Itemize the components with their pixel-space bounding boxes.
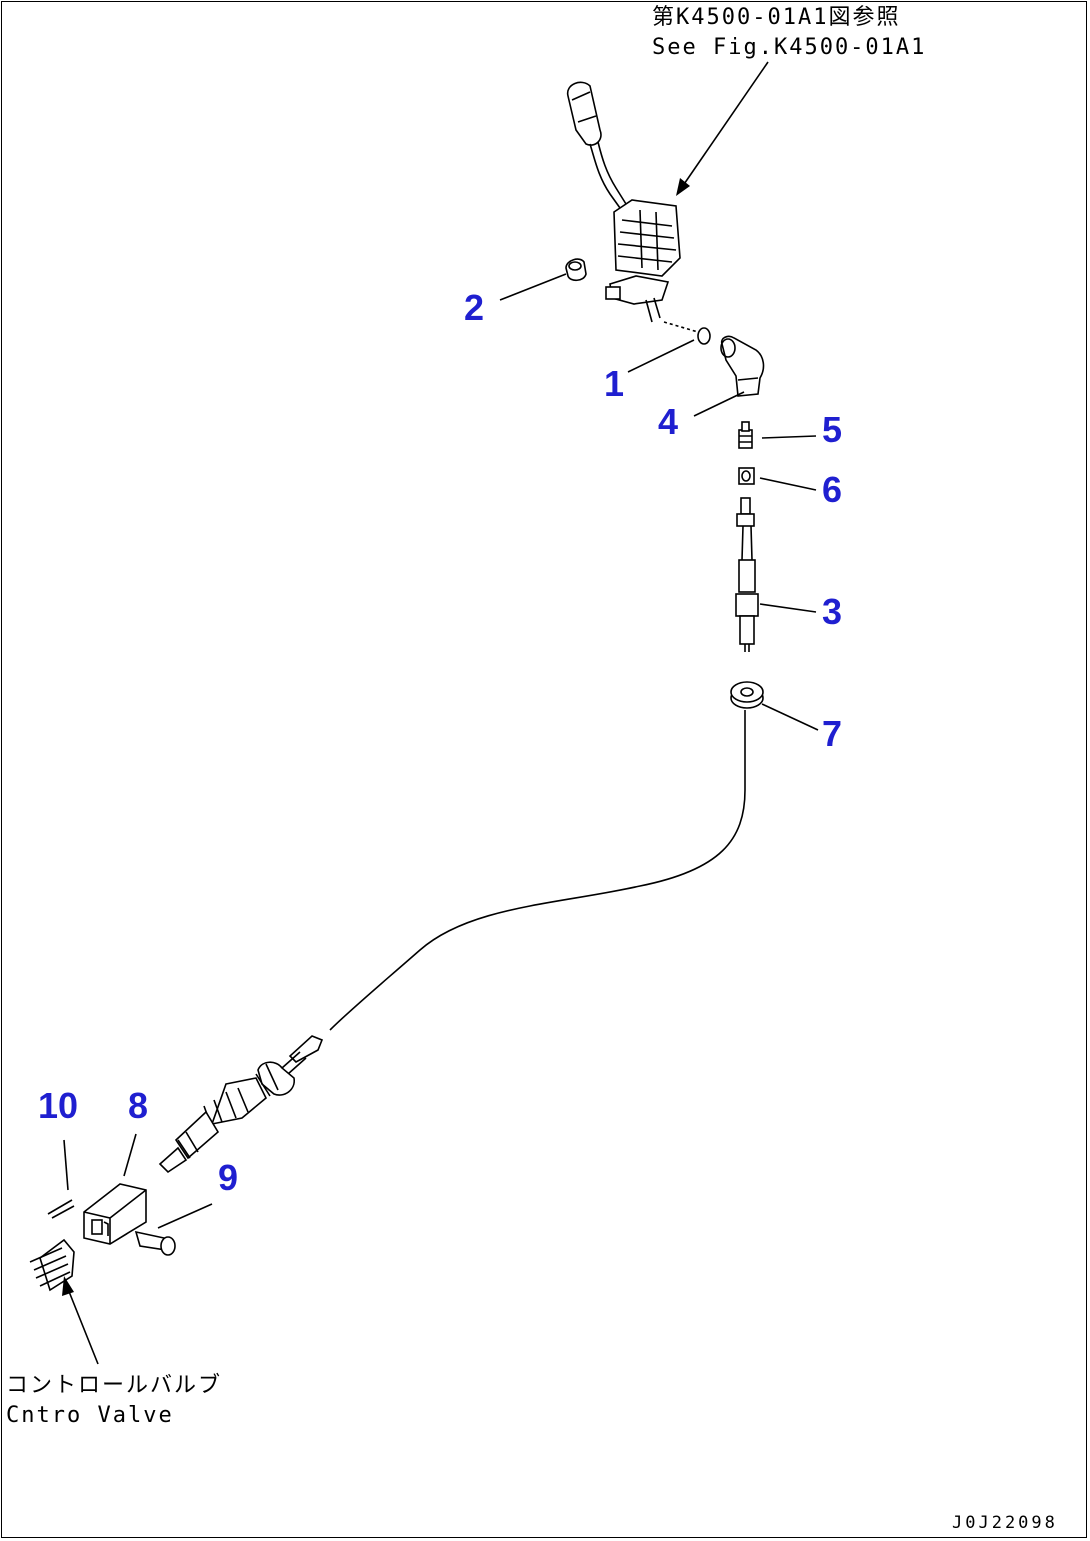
part-1-washer: [663, 321, 711, 345]
part-8-clevis: [83, 1183, 147, 1245]
valve-note-jp: コントロールバルブ: [6, 1373, 222, 1398]
part-2-nut: [565, 258, 587, 282]
callout-7: 7: [822, 713, 842, 754]
part-10-pin: [47, 1199, 75, 1219]
callout-6: 6: [822, 469, 842, 510]
callout-1: 1: [604, 363, 624, 404]
callout-8: 8: [128, 1085, 148, 1126]
control-cable: [329, 710, 746, 1031]
valve-leader: [62, 1276, 99, 1365]
part-5-bolt: [738, 421, 753, 449]
part-9-clevis-pin: [134, 1230, 176, 1256]
part-4-elbow: [720, 335, 765, 397]
cable-valve-end: [158, 1035, 324, 1174]
part-3-rod-end: [735, 497, 759, 652]
callout-4: 4: [658, 401, 678, 442]
drawing-number: J0J22098: [952, 1513, 1058, 1533]
part-7-grommet: [730, 681, 764, 709]
callout-2: 2: [464, 287, 484, 328]
callout-5: 5: [822, 409, 842, 450]
callout-leaders: [63, 273, 819, 1229]
callout-10: 10: [38, 1085, 78, 1126]
control-lever-assembly: [566, 81, 681, 323]
callout-3: 3: [822, 591, 842, 632]
control-valve-stub: [29, 1238, 75, 1292]
reference-leader: [676, 61, 769, 196]
valve-note-en: Cntro Valve: [6, 1403, 174, 1428]
callout-9: 9: [218, 1157, 238, 1198]
part-6-nut: [738, 467, 755, 485]
reference-note-en: See Fig.K4500-01A1: [652, 35, 926, 60]
reference-note-jp: 第K4500-01A1図参照: [652, 5, 900, 30]
